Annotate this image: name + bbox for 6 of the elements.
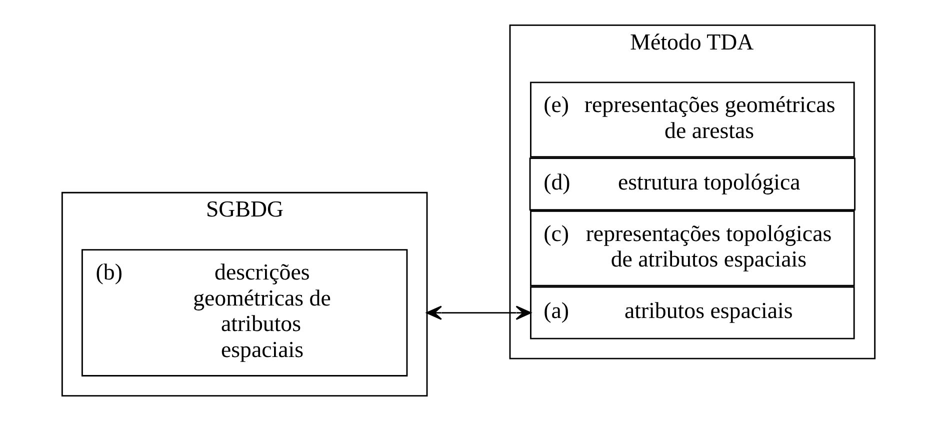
node-box: (b) descrições geométricas de atributos espaciais — [80, 249, 408, 376]
node-box: (c) representações topológicas de atributos espaciais — [530, 210, 854, 286]
node-box: (e) representações geométricas de arestas — [530, 82, 854, 158]
node-box: (a) atributos espaciais — [530, 286, 854, 340]
arrow — [426, 306, 531, 320]
node-box: (d) estrutura topológica — [528, 158, 856, 210]
